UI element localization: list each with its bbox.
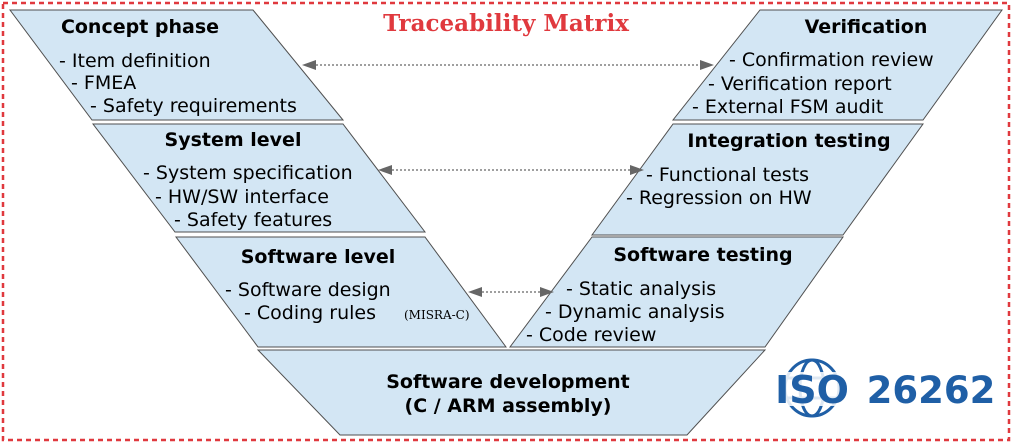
iso-number: 26262 [867,369,996,412]
phase-concept: Concept phase - Item definition - FMEA -… [9,9,345,121]
phase-system-item: - System specification [143,162,353,184]
phase-concept-title: Concept phase [61,16,219,38]
phase-system-item: - Safety features [174,209,332,231]
phase-verification-title: Verification [805,16,928,38]
phase-software-level-item: - Coding rules [244,302,376,324]
phase-verification-item: - Verification report [708,73,892,95]
phase-integration-item: - Functional tests [646,164,809,186]
phase-development-shape [256,349,767,436]
diagram-title: Traceability Matrix [383,10,629,37]
iso-acronym: ISO [775,368,849,412]
phase-system-shape [91,123,427,233]
misra-note: (MISRA-C) [404,308,470,322]
phase-system-title: System level [165,129,302,151]
phase-concept-item: - Safety requirements [90,95,297,117]
phase-integration-item: - Regression on HW [626,187,812,209]
phase-software-testing-item: - Static analysis [566,278,716,300]
phase-system: System level - System specification - HW… [91,123,427,233]
phase-concept-item: - FMEA [71,72,136,94]
phase-integration-shape [591,123,924,236]
phase-software-level: Software level - Software design - Codin… [175,236,507,348]
arrowhead [378,165,392,175]
trace-arrow-software-testing [468,287,554,297]
phase-software-testing-shape [509,236,844,348]
phase-integration: Integration testing - Functional tests -… [591,123,924,236]
phase-software-testing-item: - Dynamic analysis [545,301,725,323]
phase-development-subtitle: (C / ARM assembly) [405,395,612,417]
phase-software-level-title: Software level [241,246,396,268]
arrowhead [468,287,482,297]
phase-development: Software development (C / ARM assembly) [256,349,767,436]
iso-26262-logo: ISO 26262 [770,358,996,418]
phase-verification-item: - External FSM audit [692,96,883,118]
trace-arrow-system-integration [378,165,644,175]
phase-software-level-shape [175,236,507,348]
phase-software-testing-title: Software testing [613,244,792,266]
phase-verification: Verification - Confirmation review - Ver… [671,9,1003,121]
phase-software-testing-item: - Code review [526,324,656,346]
arrowhead [630,165,644,175]
phase-software-level-item: - Software design [225,279,391,301]
phase-integration-title: Integration testing [687,130,890,152]
arrowhead [700,60,714,70]
arrowhead [302,60,316,70]
phase-concept-shape [9,9,345,121]
phase-software-testing: Software testing - Static analysis - Dyn… [509,236,844,348]
phase-system-item: - HW/SW interface [155,186,329,208]
phase-concept-item: - Item definition [59,50,211,72]
phase-verification-shape [671,9,1003,121]
phase-verification-item: - Confirmation review [729,49,934,71]
trace-arrow-concept-verification [302,60,714,70]
arrowhead [540,287,554,297]
phase-development-title: Software development [386,371,630,393]
